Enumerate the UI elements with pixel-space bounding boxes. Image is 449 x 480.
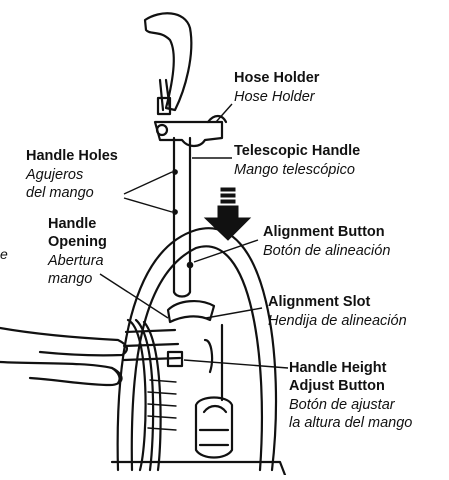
handle-opening-label-es-2: mango [48, 271, 92, 287]
leader-handle-holes-1 [124, 172, 172, 194]
edge-fragment-text: e [0, 246, 8, 262]
telescopic-handle-tube [174, 138, 190, 292]
handle-holes-label-es-2: del mango [26, 185, 94, 201]
leader-height-adjust [184, 360, 288, 368]
hand-lower [0, 362, 122, 385]
alignment-slot-label: Alignment Slot [268, 294, 370, 310]
alignment-button-label-es: Botón de alineación [263, 243, 390, 259]
height-adjust-label-2: Adjust Button [289, 378, 385, 394]
handle-opening-label-es-1: Abertura [48, 253, 104, 269]
alignment-button-label: Alignment Button [263, 224, 385, 240]
hose-holder-label-es: Hose Holder [234, 89, 315, 105]
telescopic-handle-label-es: Mango telescópico [234, 162, 355, 178]
height-adjust-label-es-1: Botón de ajustar [289, 397, 395, 413]
hose-holder-label: Hose Holder [234, 70, 319, 86]
height-adjust-label-es-2: la altura del mango [289, 415, 412, 431]
handle-opening-label-1: Handle [48, 216, 96, 232]
alignment-slot-label-es: Hendija de alineación [268, 313, 407, 329]
alignment-slot [168, 301, 214, 322]
insert-direction-arrow [205, 188, 250, 240]
cord-clip [160, 80, 170, 110]
height-adjust-label-1: Handle Height [289, 360, 386, 376]
handle-hole-upper [173, 170, 177, 174]
leader-handle-holes-2 [124, 198, 172, 212]
handle-holes-label: Handle Holes [26, 148, 118, 164]
leader-alignment-button [194, 240, 258, 262]
handle-opening-label-2: Opening [48, 234, 107, 250]
telescopic-handle-label: Telescopic Handle [234, 143, 360, 159]
leader-handle-opening [100, 274, 168, 318]
alignment-button [188, 263, 192, 267]
handle-holes-label-es-1: Agujeros [26, 167, 83, 183]
hand-upper [0, 328, 127, 355]
handle-hole-lower [173, 210, 177, 214]
